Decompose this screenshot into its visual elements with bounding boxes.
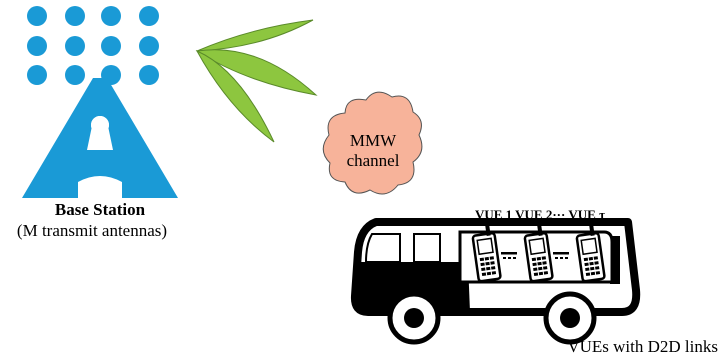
- cloud-label-line1: MMW: [350, 131, 397, 150]
- bus-front-wheel: [387, 291, 441, 345]
- bus-rear-stripe: [610, 236, 620, 284]
- base-station-subtitle: (M transmit antennas): [17, 221, 167, 240]
- cloud-icon: MMW channel: [322, 91, 423, 195]
- bus-rear-wheel: [543, 291, 597, 345]
- cloud-label-line2: channel: [347, 151, 400, 170]
- d2d-link-1: [501, 252, 517, 259]
- vue-caption: VUEs with D2D links: [567, 337, 718, 356]
- phone-icon-vue-tau: [575, 223, 606, 283]
- tower-icon: [22, 78, 178, 198]
- beam-pattern-icon: [195, 19, 318, 143]
- base-station-title: Base Station: [55, 200, 146, 219]
- antenna-array-icon: [27, 6, 159, 85]
- phone-icon-vue2: [523, 223, 554, 283]
- d2d-link-2: [553, 252, 569, 259]
- phone-icon-vue1: [471, 223, 502, 283]
